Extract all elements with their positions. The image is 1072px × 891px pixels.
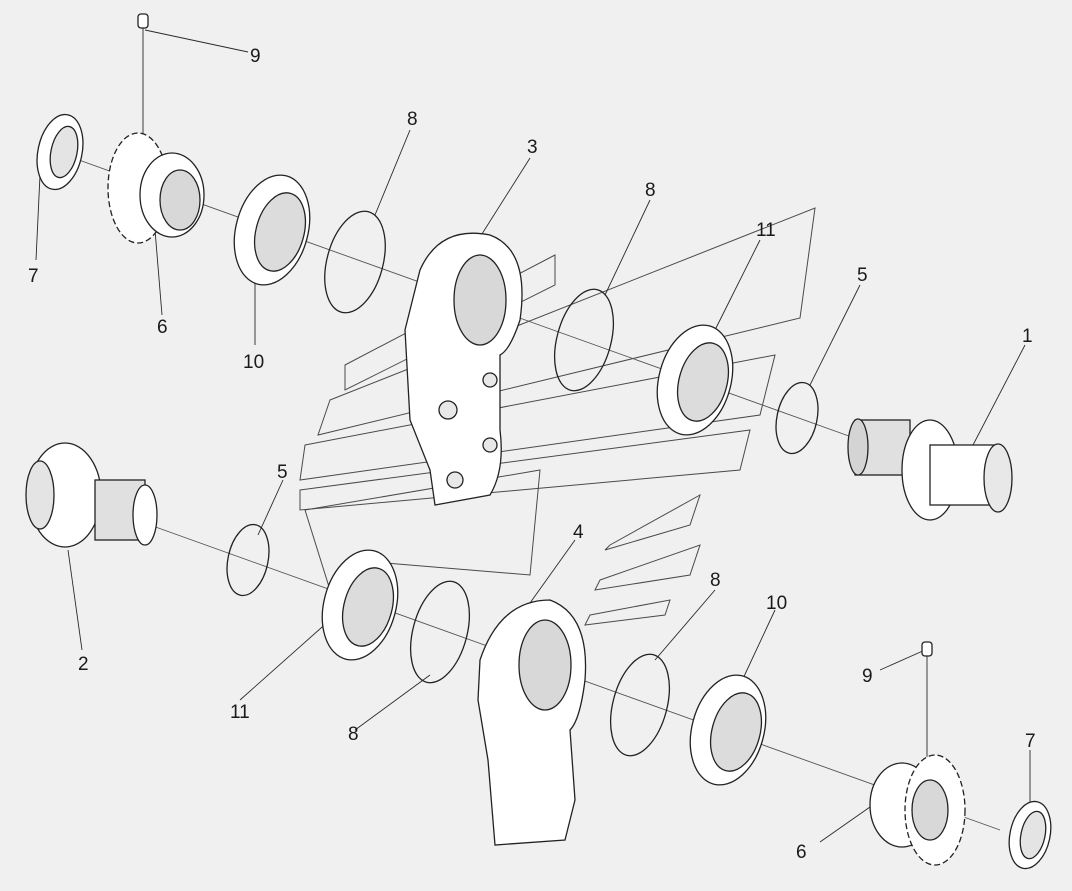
part-6-sprocket-upper xyxy=(107,132,205,244)
callout-label: 8 xyxy=(710,570,721,591)
callout-label: 9 xyxy=(862,666,873,687)
part-9-grub-screw-lower xyxy=(921,641,933,657)
part-8-circlip-lower-left xyxy=(410,580,470,684)
part-4-housing-lower xyxy=(477,599,587,846)
leader-lines xyxy=(35,28,1031,843)
part-7-lock-nut-upper xyxy=(36,113,84,191)
part-2-shaft-flange xyxy=(25,442,158,548)
part-5-ring-right xyxy=(775,381,819,455)
part-11-bearing-upper xyxy=(656,324,734,436)
callout-label: 9 xyxy=(250,46,261,67)
watermark-logo xyxy=(299,207,816,626)
callout-label: 6 xyxy=(796,842,807,863)
callout-label: 10 xyxy=(243,352,264,373)
part-8-circlip-middle xyxy=(554,288,614,392)
callout-label: 1 xyxy=(1022,326,1033,347)
callout-label: 10 xyxy=(766,593,787,614)
callout-label: 8 xyxy=(407,109,418,130)
callout-label: 3 xyxy=(527,137,538,158)
part-8-circlip-lower-right xyxy=(610,653,670,757)
callout-label: 4 xyxy=(573,522,584,543)
callout-label: 5 xyxy=(857,265,868,286)
part-1-shaft-flange xyxy=(847,418,1013,521)
callout-label: 11 xyxy=(756,220,776,241)
callout-label: 8 xyxy=(645,180,656,201)
part-3-housing-upper xyxy=(404,232,523,506)
part-7-lock-nut-lower xyxy=(1008,800,1052,870)
callout-label: 8 xyxy=(348,724,359,745)
callout-label: 2 xyxy=(78,654,89,675)
callout-label: 7 xyxy=(1025,731,1036,752)
callout-label: 6 xyxy=(157,317,168,338)
callout-labels: 9 8 3 8 11 5 1 7 6 10 5 4 8 10 9 7 2 11 … xyxy=(28,46,1036,863)
part-10-bearing-upper xyxy=(233,174,311,286)
part-11-bearing-lower xyxy=(321,549,399,661)
part-5-ring-left xyxy=(226,523,270,597)
part-8-circlip-upper xyxy=(324,210,386,314)
part-9-grub-screw-upper xyxy=(137,13,149,29)
part-10-bearing-lower xyxy=(689,674,767,786)
callout-label: 11 xyxy=(230,702,250,723)
callout-label: 5 xyxy=(277,462,288,483)
part-6-sprocket-lower xyxy=(869,754,966,866)
callout-label: 7 xyxy=(28,266,39,287)
